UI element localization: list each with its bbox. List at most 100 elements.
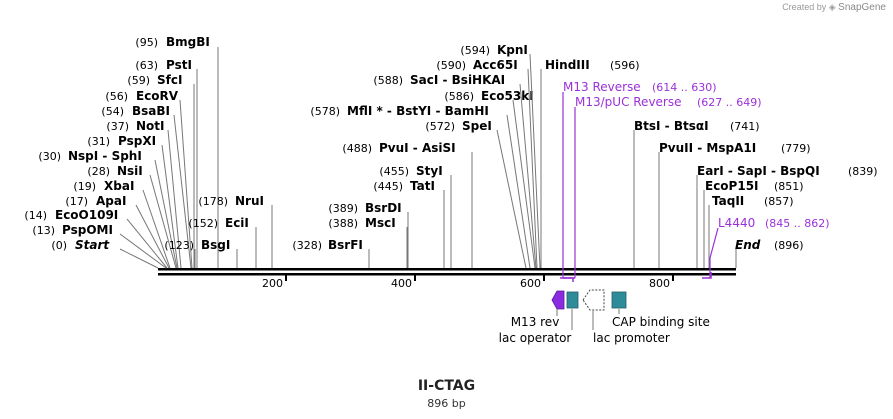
site-group-ecop15i[interactable]: EcoP15I (851) (703, 179, 804, 268)
snapgene-logo-icon: ◈ (828, 2, 836, 12)
site-group-pvuii-mspa1i[interactable]: PvuII - MspA1I (779) (658, 141, 811, 268)
site-leader (527, 68, 538, 269)
site-position: (14) (24, 209, 47, 222)
site-group-sfci[interactable]: (59) SfcI (127, 73, 195, 268)
primer-l4440[interactable]: L4440 (845 .. 862) (702, 216, 830, 279)
site-group-saci-bsihkai[interactable]: (588) SacI - BsiHKAI (373, 73, 537, 269)
site-leader (154, 159, 178, 269)
site-name: PvuII - MspA1I (659, 141, 756, 155)
site-group-bsgi[interactable]: (123) BsgI (164, 238, 230, 268)
site-group-hindiii[interactable]: HindIII (596) (540, 58, 640, 268)
site-name: EarI - SapI - BspQI (697, 164, 820, 178)
tick-label-200: 200 (262, 277, 283, 290)
feature-m13-rev[interactable]: M13 rev (511, 290, 565, 329)
site-group-nspi-sphi[interactable]: (30) NspI - SphI (38, 149, 178, 269)
axis-ticks: 200 400 600 800 (262, 275, 674, 290)
site-leader (167, 129, 182, 269)
site-group-ecoo109i[interactable]: (14) EcoO109I (24, 208, 168, 269)
site-name: SacI - BsiHKAI (410, 73, 505, 87)
site-group-tati[interactable]: (445) TatI (373, 179, 445, 268)
primer-bind-arrow-icon (702, 272, 712, 279)
site-leader (179, 99, 193, 269)
feature-cap-binding-site[interactable]: CAP binding site (611, 291, 710, 329)
watermark-brand: SnapGene (838, 2, 886, 13)
site-group-kpni[interactable]: (594) KpnI (460, 43, 541, 269)
feature-lac-promoter[interactable]: lac promoter (582, 289, 670, 345)
site-group-bmgbi[interactable]: (95) BmgBI (135, 35, 219, 268)
site-group-pspomi[interactable]: (13) PspOMI (32, 223, 167, 269)
site-name: BmgBI (166, 35, 210, 49)
site-position: (896) (774, 239, 804, 252)
site-group-styi[interactable]: (455) StyI (379, 164, 452, 268)
site-group-nsii[interactable]: (28) NsiI (87, 164, 177, 269)
site-leader (512, 99, 536, 269)
site-position: (328) (292, 239, 322, 252)
site-position: (586) (444, 90, 474, 103)
site-group-start[interactable]: (0) Start (51, 238, 159, 269)
site-position: (37) (106, 120, 129, 133)
site-position: (123) (164, 239, 194, 252)
site-name: End (735, 238, 761, 252)
primer-m13-reverse[interactable]: M13 Reverse (614 .. 630) (562, 80, 717, 282)
site-position: (578) (310, 105, 340, 118)
site-group-apai[interactable]: (17) ApaI (65, 194, 170, 269)
site-group-spei[interactable]: (572) SpeI (425, 119, 527, 269)
site-group-psti[interactable]: (63) PstI (135, 58, 198, 268)
site-name: PstI (166, 58, 192, 72)
site-group-ecii[interactable]: (152) EciI (188, 216, 257, 268)
site-position: (839) (848, 165, 878, 178)
site-position: (388) (328, 217, 358, 230)
site-name: Start (75, 238, 110, 252)
site-position: (445) (373, 180, 403, 193)
site-name: PspXI (118, 134, 156, 148)
site-leader (126, 218, 168, 269)
site-group-acc65i[interactable]: (590) Acc65I (436, 58, 538, 269)
site-position: (488) (342, 142, 372, 155)
site-name: SfcI (157, 73, 182, 87)
watermark-prefix: Created by (782, 2, 827, 12)
site-name: ApaI (96, 194, 126, 208)
site-position: (590) (436, 59, 466, 72)
lac-operator-box-icon (566, 291, 579, 309)
feature-lac-operator[interactable]: lac operator (499, 291, 579, 345)
site-name: EcoP15I (705, 179, 759, 193)
site-group-ecorv[interactable]: (56) EcoRV (105, 89, 193, 269)
plasmid-title: II-CTAG (417, 378, 476, 394)
site-name: BsgI (201, 238, 230, 252)
site-leader (149, 174, 177, 269)
tick-label-400: 400 (391, 277, 412, 290)
site-group-pspxi[interactable]: (31) PspXI (87, 134, 179, 269)
site-group-pvui-asisi[interactable]: (488) PvuI - AsiSI (342, 141, 473, 268)
site-position: (572) (425, 120, 455, 133)
site-name: Acc65I (473, 58, 518, 72)
site-group-mfli-bstyi-bamhi[interactable]: (578) MflI * - BstYI - BamHI (310, 104, 531, 269)
cap-binding-site-box-icon (611, 291, 627, 309)
site-group-bsrfi[interactable]: (328) BsrFI (292, 238, 370, 268)
site-group-eari-sapi-bspqi[interactable]: EarI - SapI - BspQI (839) (696, 164, 878, 268)
site-name: EcoO109I (55, 208, 118, 222)
site-group-end[interactable]: End (896) (735, 238, 804, 268)
site-name: BsrFI (328, 238, 363, 252)
site-group-btsi-btsai[interactable]: BtsI - BtsαI (741) (633, 119, 760, 268)
tick-label-800: 800 (649, 277, 670, 290)
site-position: (95) (135, 36, 158, 49)
site-position: (54) (101, 105, 124, 118)
site-leader (119, 233, 167, 269)
site-group-noti[interactable]: (37) NotI (106, 119, 182, 269)
site-group-taqii[interactable]: TaqII (857) (708, 194, 794, 268)
site-group-nrui[interactable]: (178) NruI (198, 194, 273, 268)
site-name: EciI (225, 216, 249, 230)
primer-name: M13 Reverse (563, 80, 641, 94)
site-group-bsabi[interactable]: (54) BsaBI (101, 104, 192, 269)
feature-label: CAP binding site (612, 315, 710, 329)
site-leader (173, 114, 192, 269)
primer-m13-puc-reverse[interactable]: M13/pUC Reverse (627 .. 649) (560, 95, 762, 279)
site-name: BsrDI (365, 201, 402, 215)
site-position: (30) (38, 150, 61, 163)
site-group-xbai[interactable]: (19) XbaI (73, 179, 171, 269)
site-position: (741) (730, 120, 760, 133)
site-group-msci[interactable]: (388) MscI (328, 216, 408, 268)
site-group-bsrdi[interactable]: (389) BsrDI (328, 201, 409, 268)
site-name: HindIII (545, 58, 590, 72)
